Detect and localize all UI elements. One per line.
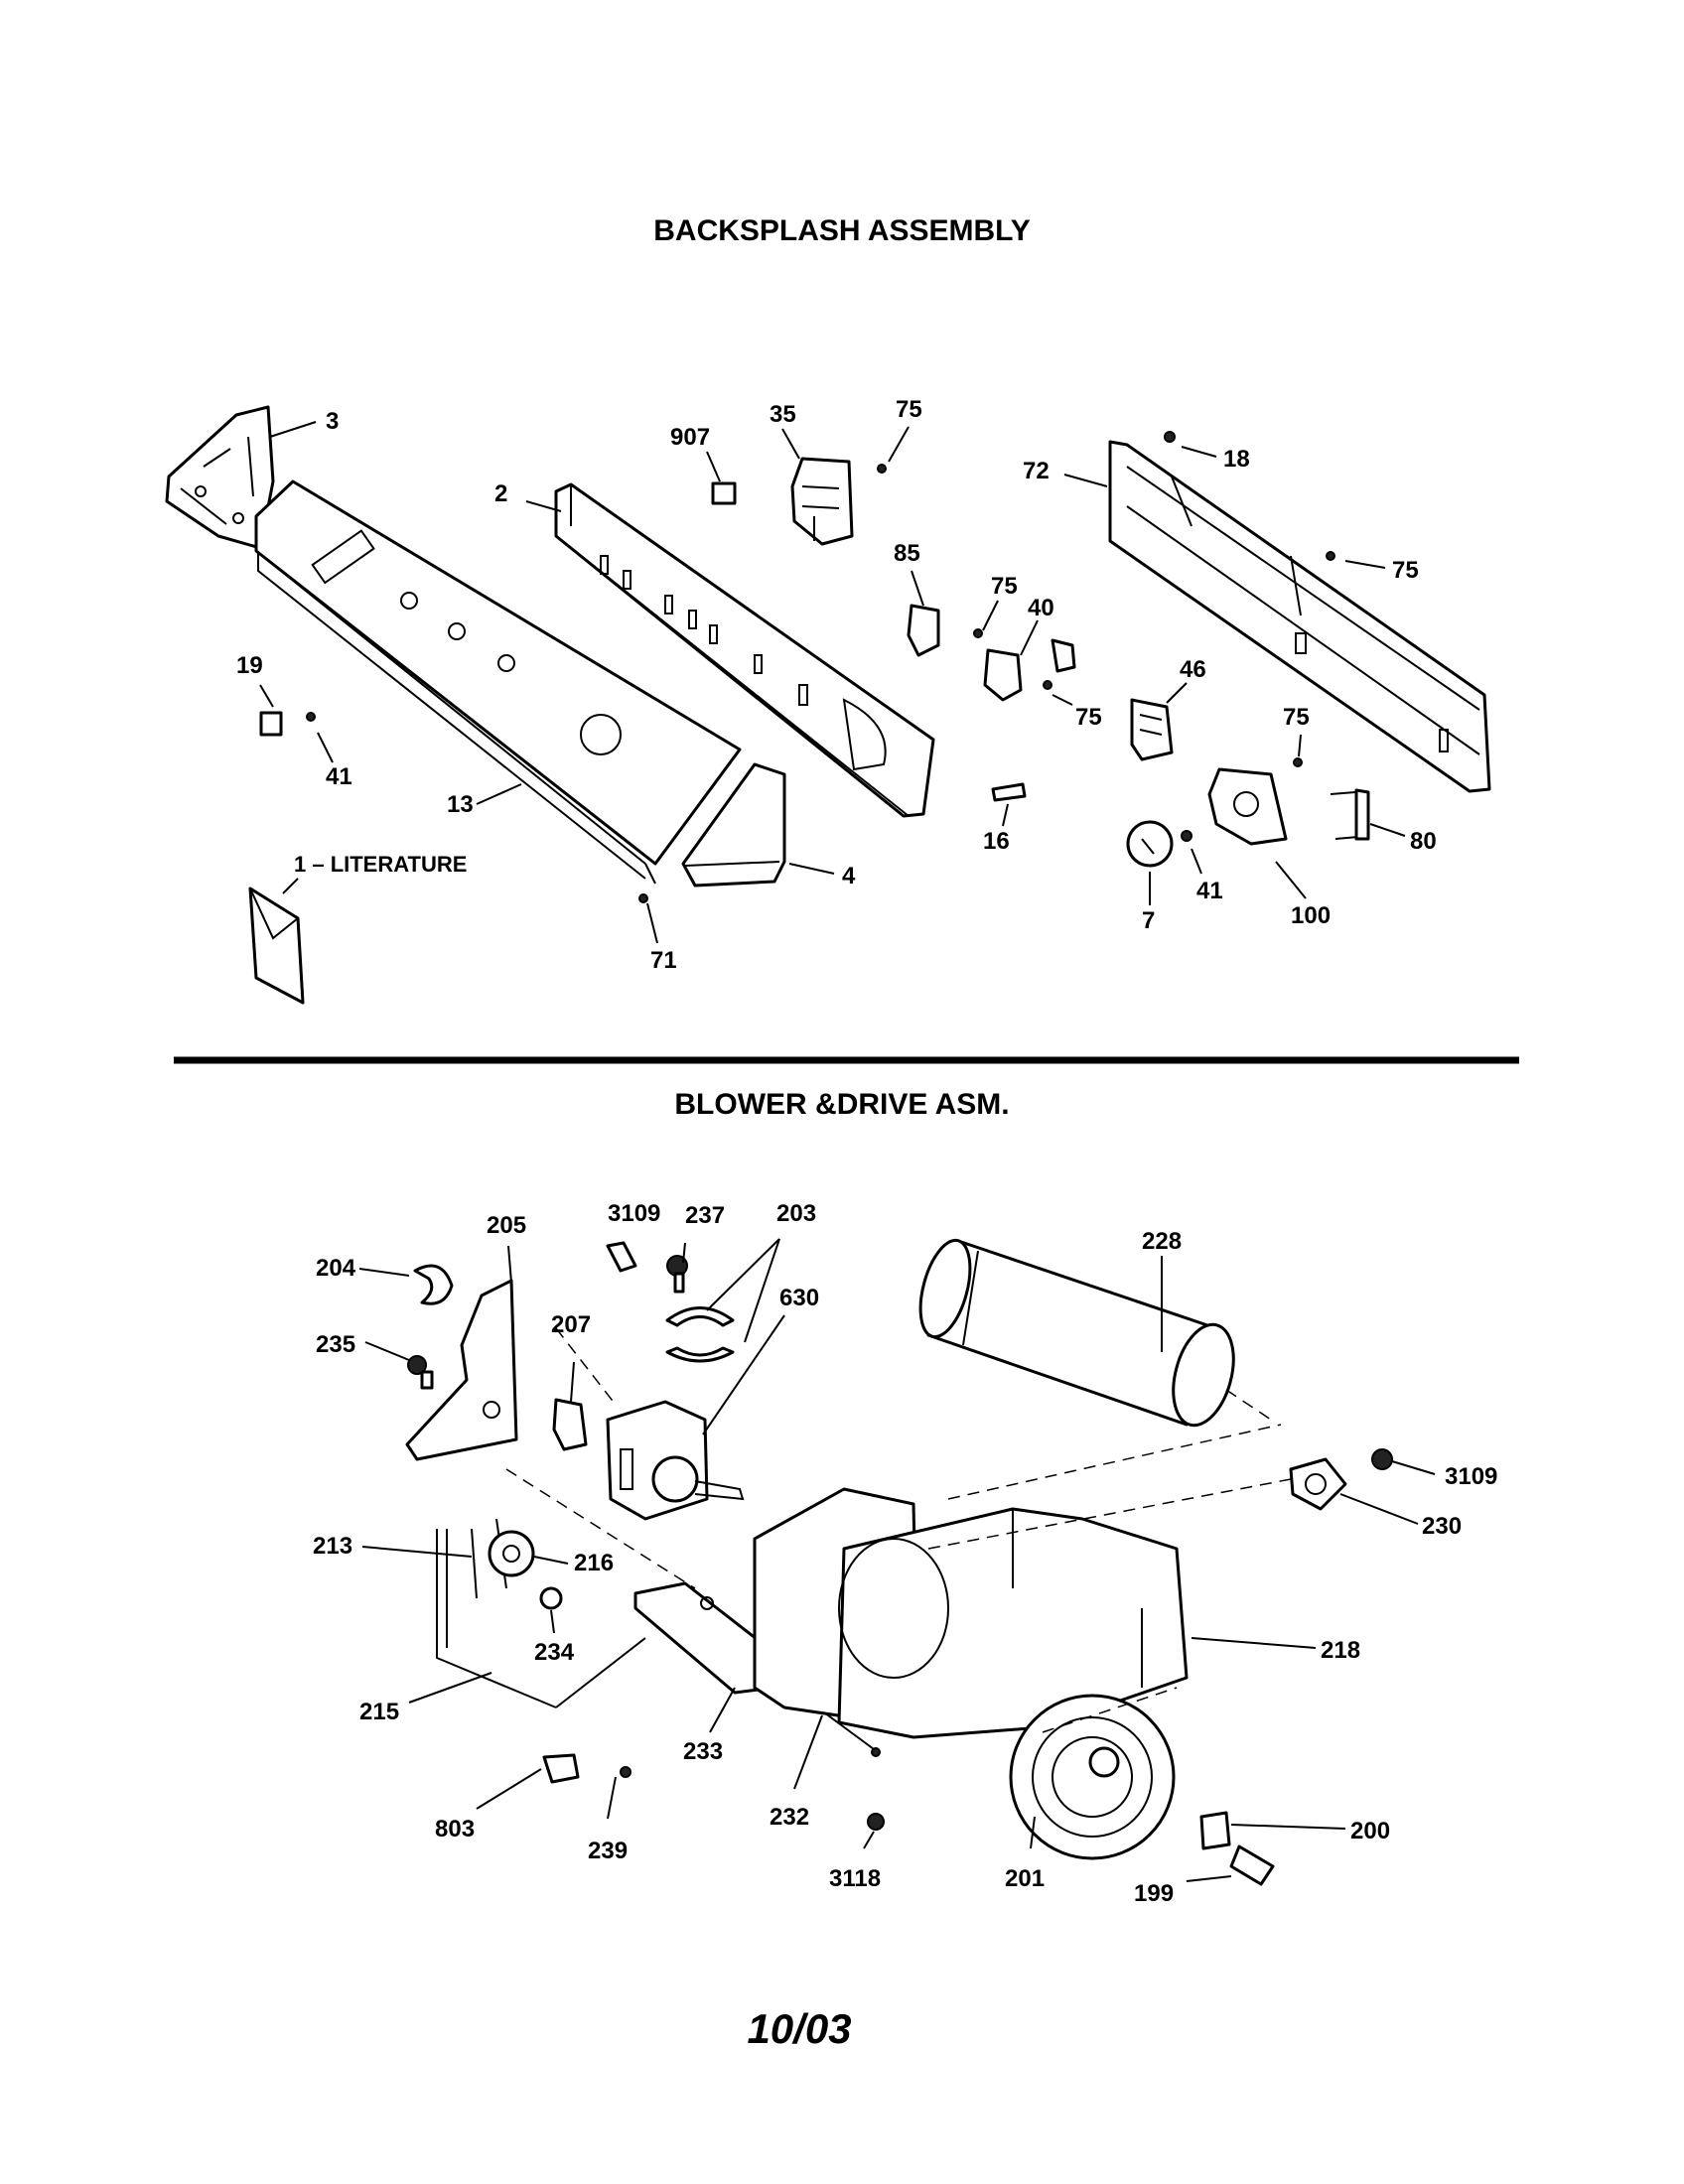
part-803-switch [542, 1753, 580, 1784]
label-19: 19 [236, 652, 263, 679]
label-199: 199 [1134, 1880, 1174, 1907]
part-204-clamp [413, 1264, 454, 1305]
label-75: 75 [1075, 704, 1102, 731]
label-3118: 3118 [829, 1865, 881, 1892]
label-4: 4 [842, 863, 856, 889]
label-16: 16 [983, 828, 1010, 855]
part-3-left-end-cap [165, 405, 275, 550]
label-3109: 3109 [1445, 1463, 1497, 1490]
part-3109-plug-top [606, 1241, 637, 1273]
part-215-spring [555, 1637, 646, 1708]
label-233: 233 [683, 1738, 723, 1765]
part-19-clip [259, 711, 283, 737]
label-3: 3 [326, 408, 339, 435]
backsplash-leader-lines [259, 421, 1406, 944]
label-215: 215 [359, 1699, 399, 1725]
label-630: 630 [779, 1285, 819, 1311]
label-803: 803 [435, 1816, 475, 1843]
label-230: 230 [1422, 1513, 1462, 1540]
blower-leader-lines [358, 1238, 1436, 1882]
label-72: 72 [1023, 458, 1050, 484]
label-41: 41 [1196, 878, 1223, 904]
part-201-blower-wheel [1009, 1694, 1176, 1860]
blower-drive-title: BLOWER &DRIVE ASM. [674, 1088, 1009, 1121]
part-235-screw [407, 1355, 434, 1390]
part-234-washer [539, 1586, 563, 1610]
label-239: 239 [588, 1838, 628, 1864]
part-200-clip [1199, 1811, 1231, 1850]
label-201: 201 [1005, 1865, 1045, 1892]
part-207-switch [552, 1398, 588, 1451]
label-41: 41 [326, 763, 352, 790]
label-234: 234 [534, 1639, 575, 1666]
label-235: 235 [316, 1331, 355, 1358]
part-46-circuit-board [1130, 698, 1174, 761]
label-237: 237 [685, 1202, 725, 1229]
label-907: 907 [670, 424, 710, 451]
label-204: 204 [316, 1255, 356, 1282]
backsplash-part-labels: 3 907 35 75 72 18 2 85 75 40 75 75 19 41… [236, 396, 1437, 974]
label-100: 100 [1291, 902, 1331, 929]
label-71: 71 [650, 947, 677, 974]
part-199-fastener [1229, 1844, 1275, 1886]
part-230-thermostat [1289, 1457, 1347, 1511]
part-907-knob [711, 481, 737, 505]
label-200: 200 [1350, 1818, 1390, 1844]
label-35: 35 [770, 401, 796, 428]
part-630-motor [606, 1400, 745, 1521]
label-18: 18 [1223, 446, 1250, 473]
label-7: 7 [1142, 907, 1155, 934]
label-75: 75 [896, 396, 922, 423]
part-2-panel-frame [554, 482, 935, 818]
label-85: 85 [894, 540, 920, 567]
part-237-screw [666, 1255, 688, 1294]
part-16-lamp [991, 782, 1027, 802]
part-232-pin [823, 1711, 881, 1757]
footer-date: 10/03 [747, 2005, 851, 2052]
part-7-knob [1126, 820, 1174, 868]
part-40-switch [983, 638, 1076, 702]
label-40: 40 [1028, 595, 1054, 621]
part-4-right-end-cap [681, 762, 786, 887]
part-203-motor-clamps [665, 1306, 735, 1363]
part-205-motor-bracket [405, 1279, 518, 1461]
part-35-switch [790, 457, 854, 546]
label-75: 75 [991, 573, 1018, 600]
blower-part-labels: 205 3109 237 203 204 630 228 235 207 310… [313, 1200, 1497, 1907]
label-13: 13 [447, 791, 474, 818]
label-213: 213 [313, 1533, 352, 1560]
alignment-dashed-lines [505, 1327, 1292, 1733]
part-216-pulley [488, 1530, 535, 1577]
label-75: 75 [1392, 557, 1419, 584]
label-228: 228 [1142, 1228, 1182, 1255]
part-3118-screw [867, 1813, 885, 1831]
label-3109: 3109 [608, 1200, 660, 1227]
label-218: 218 [1321, 1637, 1360, 1664]
label-2: 2 [494, 480, 507, 507]
part-239-screw [620, 1766, 632, 1778]
label-216: 216 [574, 1550, 614, 1576]
part-100-timer [1207, 767, 1288, 846]
part-218-blower-housing [753, 1487, 1189, 1739]
label-207: 207 [551, 1311, 591, 1338]
part-80-harness [1330, 788, 1370, 841]
part-228-exhaust-duct [918, 1238, 1235, 1428]
label-203: 203 [776, 1200, 816, 1227]
backsplash-assembly-title: BACKSPLASH ASSEMBLY [653, 214, 1031, 247]
label-75: 75 [1283, 704, 1310, 731]
part-13-control-panel [254, 479, 742, 885]
part-1-literature-envelope [248, 887, 305, 1005]
label-205: 205 [487, 1212, 526, 1239]
label-232: 232 [770, 1804, 809, 1831]
label-1-literature: 1 – LITERATURE [294, 852, 467, 877]
screws-backsplash [306, 431, 1335, 903]
label-80: 80 [1410, 828, 1437, 855]
part-72-rear-panel [1108, 440, 1491, 793]
label-46: 46 [1180, 656, 1206, 683]
part-3109-screw-right [1371, 1448, 1393, 1470]
part-85-switch [907, 604, 940, 657]
